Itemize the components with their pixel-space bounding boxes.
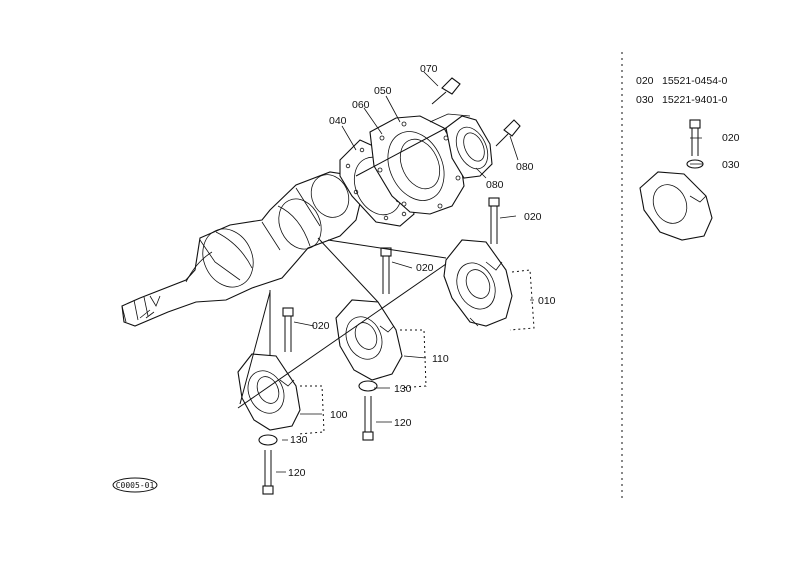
leader-lines <box>276 71 703 473</box>
callout-020-inset: 020 <box>722 132 740 144</box>
crankshaft <box>121 171 363 327</box>
callout-020-low: 020 <box>312 320 330 332</box>
callout-120-mid: 120 <box>394 417 412 429</box>
bolt-120-low <box>262 450 274 495</box>
callout-040: 040 <box>329 115 347 127</box>
oil-seal-080 <box>445 115 493 179</box>
callout-020-mid: 020 <box>416 262 434 274</box>
bearing-case-010 <box>443 239 535 331</box>
callout-110: 110 <box>432 353 449 365</box>
bolt-020-mid <box>380 247 392 294</box>
callout-010: 010 <box>538 295 556 307</box>
bearing-case-110 <box>335 299 427 389</box>
callout-080-bolt: 080 <box>516 161 534 173</box>
legend-partno-020: 15521-0454-0 <box>662 75 728 87</box>
callout-050: 050 <box>374 85 392 97</box>
callout-030-inset: 030 <box>722 159 740 171</box>
legend-partno-030: 15221-9401-0 <box>662 94 728 106</box>
alignment-lines <box>237 127 447 409</box>
bolt-070 <box>431 77 461 105</box>
oil-seal-case <box>369 113 471 215</box>
callout-100: 100 <box>330 409 348 421</box>
callout-070: 070 <box>420 63 438 75</box>
callout-130-mid: 130 <box>394 383 412 395</box>
inset-bearing-case <box>639 171 713 241</box>
callout-060: 060 <box>352 99 370 111</box>
washer-130-low <box>258 434 278 446</box>
bolt-020-inset <box>686 119 704 169</box>
callout-080-seal: 080 <box>486 179 504 191</box>
figure-stamp-label: C0005-01 <box>116 481 155 490</box>
bolt-020-top <box>488 197 500 244</box>
washer-130-mid <box>358 380 378 392</box>
bolt-120-mid <box>362 396 374 441</box>
callout-130-low: 130 <box>290 434 308 446</box>
figure-stamp: C0005-01 <box>112 477 158 493</box>
legend-ref-030: 030 <box>636 94 654 106</box>
callout-120-low: 120 <box>288 467 306 479</box>
bearing-case-100 <box>237 353 325 435</box>
callout-020-top: 020 <box>524 211 542 223</box>
bolt-020-low <box>282 307 294 352</box>
bolt-080 <box>495 119 521 147</box>
parts-legend: 020 15521-0454-0 030 15221-9401-0 <box>636 75 728 106</box>
legend-ref-020: 020 <box>636 75 654 87</box>
